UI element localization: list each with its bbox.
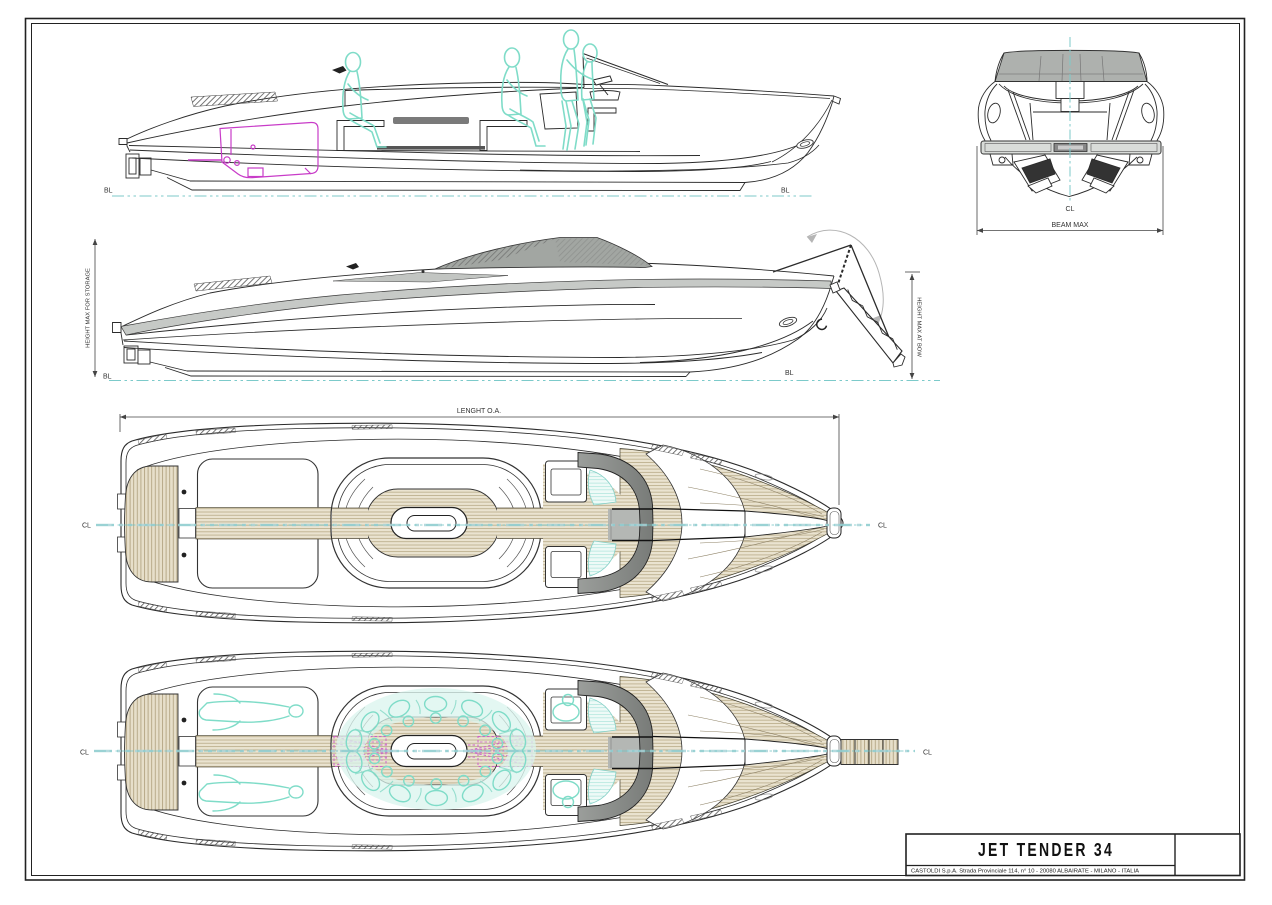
svg-text:BL: BL <box>785 370 794 377</box>
svg-text:BEAM MAX: BEAM MAX <box>1052 222 1089 229</box>
svg-text:JET TENDER 34: JET TENDER 34 <box>978 839 1114 860</box>
svg-text:HEIGHT MAX FOR STORAGE: HEIGHT MAX FOR STORAGE <box>86 268 92 348</box>
svg-text:CL: CL <box>80 750 89 757</box>
svg-text:CL: CL <box>1066 206 1075 213</box>
svg-text:BL: BL <box>103 374 112 381</box>
svg-text:BL: BL <box>104 188 113 195</box>
svg-text:CL: CL <box>82 523 91 530</box>
svg-text:BL: BL <box>781 188 790 195</box>
svg-text:HEIGHT MAX AT BOW: HEIGHT MAX AT BOW <box>916 297 922 357</box>
svg-text:CASTOLDI S.p.A. Strada Provin: CASTOLDI S.p.A. Strada Provinciale 114, … <box>911 869 1139 875</box>
svg-text:CL: CL <box>923 750 932 757</box>
svg-text:CL: CL <box>878 523 887 530</box>
svg-text:LENGHT O.A.: LENGHT O.A. <box>457 408 501 415</box>
